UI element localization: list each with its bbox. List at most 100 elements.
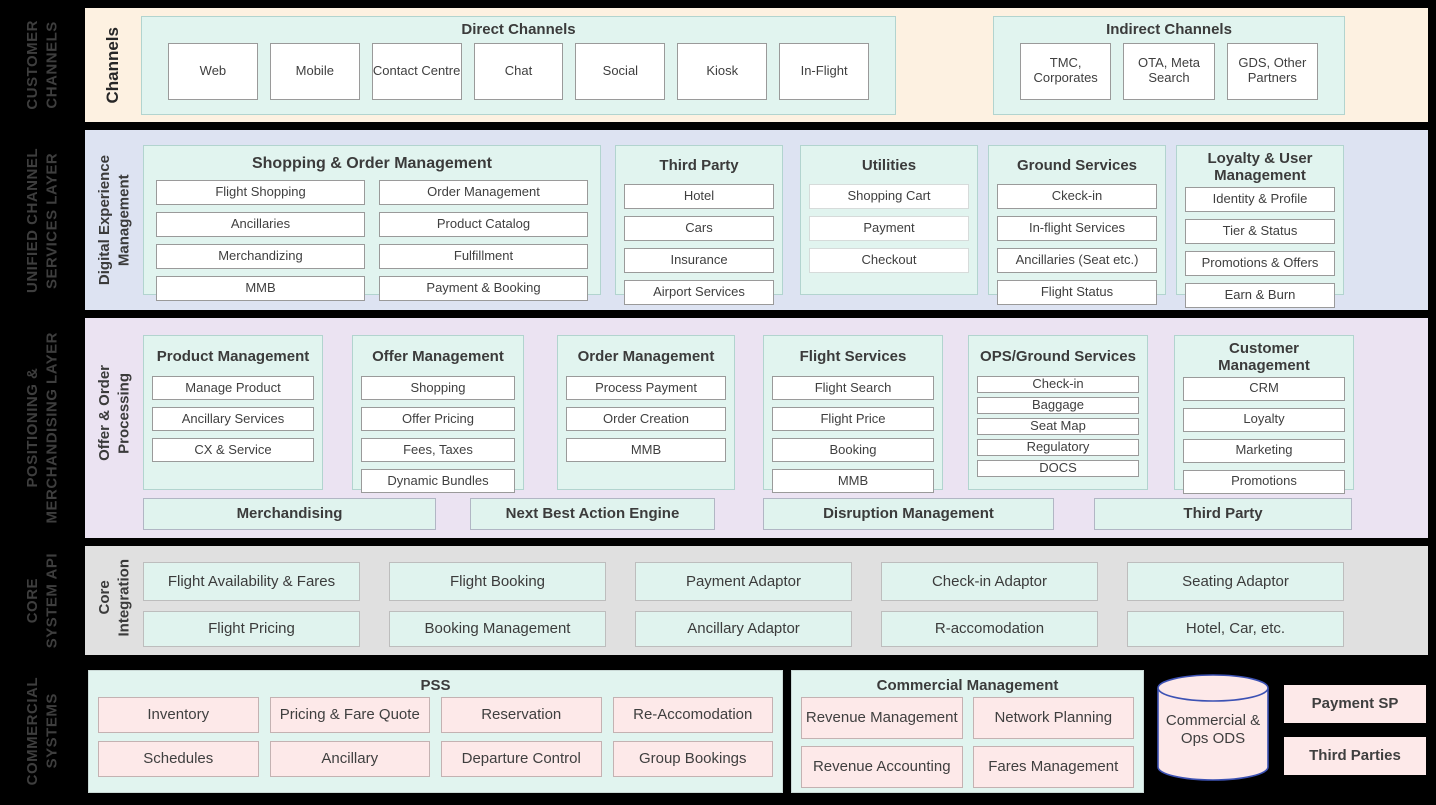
capability-box: Seat Map — [977, 418, 1139, 435]
capability-box: Hotel — [624, 184, 774, 209]
capability-box: Flight Status — [997, 280, 1157, 305]
rail-unified-services: UNIFIED CHANNEL SERVICES LAYER — [0, 130, 85, 310]
shopping-order-panel: Shopping & Order Management Flight Shopp… — [143, 145, 601, 301]
capability-box: Fees, Taxes — [361, 438, 515, 462]
ground-services-stack: Ckeck-in In-flight Services Ancillaries … — [997, 182, 1157, 305]
capability-box: Insurance — [624, 248, 774, 273]
capability-box: Check-in — [977, 376, 1139, 393]
ground-services-title: Ground Services — [1016, 157, 1138, 175]
capability-box: Order Management — [379, 180, 588, 205]
adaptor-box: Booking Management — [389, 611, 606, 647]
capability-box: Airport Services — [624, 280, 774, 305]
flight-services-panel: Flight Services Flight Search Flight Pri… — [763, 335, 943, 493]
rail-commercial-systems: COMMERCIAL SYSTEMS — [0, 663, 85, 800]
band-unified-channel-services: UNIFIED CHANNEL SERVICES LAYER Digital E… — [0, 130, 1428, 310]
loyalty-user-title: Loyalty & User Management — [1207, 150, 1313, 185]
channels-side-label: Channels — [103, 26, 122, 104]
offer-management-panel: Offer Management Shopping Offer Pricing … — [352, 335, 524, 493]
capability-box: Tier & Status — [1185, 218, 1335, 244]
capability-box: Earn & Burn — [1185, 282, 1335, 308]
shopping-order-grid: Flight Shopping Order Management Ancilla… — [152, 178, 592, 303]
band-core-system-api: CORE SYSTEM API Core Integration Flight … — [0, 546, 1428, 655]
next-best-action-box: Next Best Action Engine — [470, 498, 715, 530]
third-parties-box: Third Parties — [1284, 737, 1426, 775]
core-integration-section: Core Integration Flight Availability & F… — [85, 546, 1428, 655]
capability-box: Process Payment — [566, 376, 726, 400]
indirect-channel-box: TMC, Corporates — [1020, 42, 1112, 100]
pss-box: Inventory — [98, 697, 259, 733]
product-management-panel: Product Management Manage Product Ancill… — [143, 335, 323, 490]
commercial-ops-ods-database: Commercial & Ops ODS — [1154, 672, 1272, 784]
offer-management-stack: Shopping Offer Pricing Fees, Taxes Dynam… — [361, 374, 515, 493]
capability-box: Baggage — [977, 397, 1139, 414]
indirect-channels-title: Indirect Channels — [1106, 20, 1232, 38]
utilities-stack: Shopping Cart Payment Checkout — [809, 182, 969, 273]
rail-positioning: POSITIONING & MERCHANDISING LAYER — [0, 318, 85, 538]
adaptor-box: Flight Availability & Fares — [143, 562, 360, 601]
capability-box: MMB — [772, 469, 934, 493]
core-integration-grid: Flight Availability & Fares Flight Booki… — [143, 562, 1344, 655]
external-systems-column: Payment SP Third Parties — [1284, 670, 1426, 800]
capability-box: Flight Search — [772, 376, 934, 400]
capability-box: Ckeck-in — [997, 184, 1157, 209]
capability-box: Payment & Booking — [379, 276, 588, 301]
third-party-panel: Third Party Hotel Cars Insurance Airport… — [615, 145, 783, 305]
third-party-box: Third Party — [1094, 498, 1352, 530]
third-party-title: Third Party — [659, 157, 739, 175]
direct-channel-box: Mobile — [269, 42, 360, 100]
order-management-panel: Order Management Process Payment Order C… — [557, 335, 735, 490]
direct-channel-box: Contact Centre — [371, 42, 462, 100]
capability-box: Flight Shopping — [156, 180, 365, 205]
utilities-panel: Utilities Shopping Cart Payment Checkout — [800, 145, 978, 295]
product-management-stack: Manage Product Ancillary Services CX & S… — [152, 374, 314, 462]
adaptor-box: Seating Adaptor — [1127, 562, 1344, 601]
ops-ground-services-panel: OPS/Ground Services Check-in Baggage Sea… — [968, 335, 1148, 490]
third-party-stack: Hotel Cars Insurance Airport Services — [624, 182, 774, 305]
capability-box: Shopping Cart — [809, 184, 969, 209]
loyalty-user-panel: Loyalty & User Management Identity & Pro… — [1176, 145, 1344, 308]
commercial-management-grid: Revenue Management Network Planning Reve… — [801, 697, 1134, 788]
capability-box: Payment — [809, 216, 969, 241]
merchandising-box: Merchandising — [143, 498, 436, 530]
offer-order-side: Offer & Order Processing — [85, 335, 143, 490]
capability-box: Marketing — [1183, 438, 1345, 463]
capability-box: Shopping — [361, 376, 515, 400]
customer-management-panel: Customer Management CRM Loyalty Marketin… — [1174, 335, 1354, 494]
capability-box: Ancillary Services — [152, 407, 314, 431]
pss-box: Schedules — [98, 741, 259, 777]
band-positioning-merchandising: POSITIONING & MERCHANDISING LAYER Offer … — [0, 318, 1428, 538]
capability-box: Dynamic Bundles — [361, 469, 515, 493]
ground-services-panel: Ground Services Ckeck-in In-flight Servi… — [988, 145, 1166, 305]
band-customer-channels: CUSTOMER CHANNELS Channels Direct Channe… — [0, 8, 1428, 122]
capability-box: Regulatory — [977, 439, 1139, 456]
capability-box: Promotions & Offers — [1185, 250, 1335, 276]
adaptor-box: Flight Booking — [389, 562, 606, 601]
capability-box: CRM — [1183, 376, 1345, 401]
ops-ground-stack: Check-in Baggage Seat Map Regulatory DOC… — [977, 374, 1139, 477]
adaptor-box: Ancillary Adaptor — [635, 611, 852, 647]
direct-channel-box: Social — [575, 42, 666, 100]
rail-label-unified-services: UNIFIED CHANNEL SERVICES LAYER — [24, 147, 61, 293]
rail-label-core-system-api: CORE SYSTEM API — [24, 552, 61, 649]
capability-box: In-flight Services — [997, 216, 1157, 241]
pss-box: Group Bookings — [612, 741, 773, 777]
capability-box: Offer Pricing — [361, 407, 515, 431]
capability-box: Cars — [624, 216, 774, 241]
rail-label-commercial-systems: COMMERCIAL SYSTEMS — [24, 677, 61, 786]
pss-panel: PSS Inventory Pricing & Fare Quote Reser… — [88, 670, 783, 793]
commercial-systems-section: PSS Inventory Pricing & Fare Quote Reser… — [85, 663, 1428, 800]
capability-box: Ancillaries (Seat etc.) — [997, 248, 1157, 273]
direct-channels-row: Web Mobile Contact Centre Chat Social Ki… — [142, 42, 895, 114]
digital-experience-side-label: Digital Experience Management — [95, 154, 133, 286]
pss-box: Reservation — [441, 697, 602, 733]
capability-box: Merchandizing — [156, 244, 365, 269]
commercial-box: Revenue Accounting — [801, 746, 963, 788]
pss-box: Departure Control — [441, 741, 602, 777]
direct-channels-title: Direct Channels — [461, 20, 576, 38]
capability-box: Booking — [772, 438, 934, 462]
indirect-channels-panel: Indirect Channels TMC, Corporates OTA, M… — [993, 15, 1345, 115]
offer-order-side-label: Offer & Order Processing — [95, 364, 133, 461]
offer-order-section: Offer & Order Processing Product Managem… — [85, 318, 1428, 538]
adaptor-box: Check-in Adaptor — [881, 562, 1098, 601]
